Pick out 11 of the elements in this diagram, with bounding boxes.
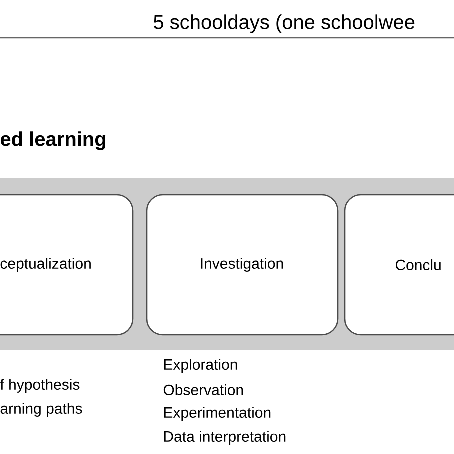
heading: ed learning [0, 132, 106, 150]
label: 5 schooldays (one schoolwee [154, 14, 415, 34]
label: Experimentation [164, 407, 271, 421]
process-box: Conclu [344, 194, 454, 336]
label: Data interpretation [164, 431, 286, 445]
label: Exploration [164, 359, 238, 373]
label: arning paths [0, 403, 82, 417]
label: f hypothesis [0, 379, 80, 393]
label: Observation [164, 384, 244, 396]
process-box: Investigation [146, 194, 339, 336]
process-box: ceptualization [0, 194, 134, 336]
